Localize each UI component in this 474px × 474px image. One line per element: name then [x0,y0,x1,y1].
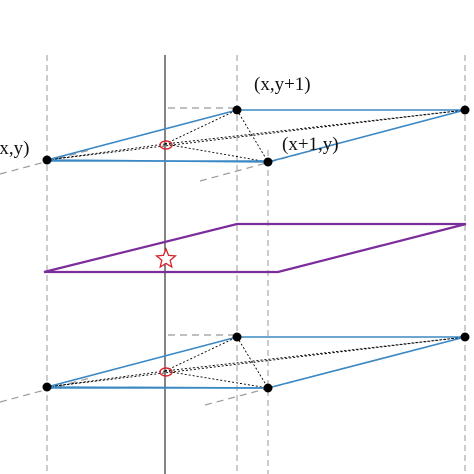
label-point-x1y: (x+1,y) [282,134,339,155]
middle-layer [43,222,467,274]
top-diagonal-5 [164,143,269,163]
node-far-bottom [460,332,470,342]
node-xy1-bottom [232,332,242,342]
top-center-ellipse-icon [159,140,173,150]
bottom-guide-left [0,377,91,403]
top-layer: (x,y) (x,y+1) (x+1,y) [0,74,470,182]
top-diagonal-4 [164,109,238,145]
label-point-xy: (x,y) [0,138,29,159]
bottom-diagonals [46,336,466,389]
node-xy-top [42,155,52,165]
node-xy1-top [232,105,242,115]
top-diagonals [46,109,466,163]
top-guide-left [0,149,91,175]
bottom-layer [0,332,470,406]
top-diagonal-3 [46,143,166,161]
bottom-guides [0,334,346,406]
node-x1y-bottom [263,383,273,393]
bottom-center-ellipse-icon [159,367,173,377]
bottom-diagonal-4 [164,336,238,372]
bottom-diagonal-2 [236,336,269,389]
node-x1y-top [263,157,273,167]
label-point-xy1: (x,y+1) [254,74,311,95]
interpolated-star-icon [154,247,178,269]
vertical-guides [46,55,466,474]
bottom-diagonal-5 [164,370,269,389]
bottom-diagonal-3 [46,370,166,388]
node-far-top [460,105,470,115]
node-xy-bottom [42,382,52,392]
bottom-diagonal-1 [46,336,466,388]
bottom-diagonal-6 [164,336,466,372]
interpolation-plane [43,222,467,274]
top-diagonal-2 [236,109,269,163]
top-diagonal-1 [46,109,466,161]
